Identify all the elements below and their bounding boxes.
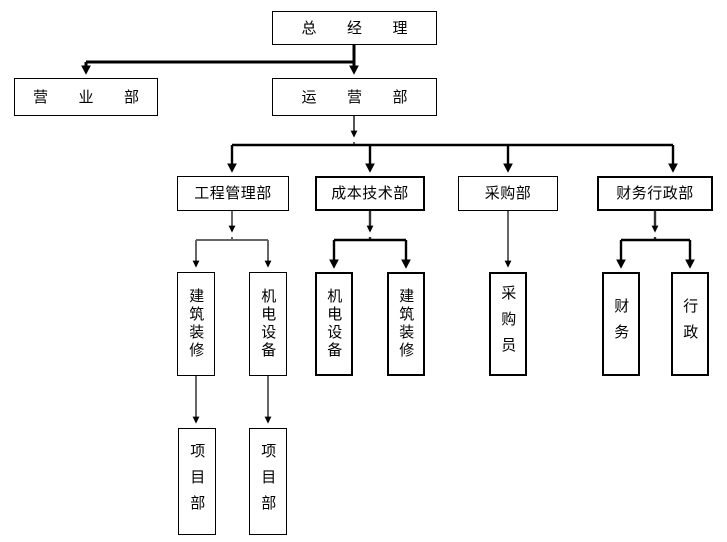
edge-engineering-to-children [192,211,272,268]
node-label: 总 经 理 [301,18,415,37]
node-label: 采购员 [499,285,518,363]
node-label: 工程管理部 [194,184,272,203]
node-label: 营 业 部 [32,87,147,106]
node-project-dept-right[interactable]: 项目部 [249,428,287,535]
node-label: 项目部 [188,442,207,521]
node-cost-technology-dept[interactable]: 成本技术部 [315,176,425,211]
node-operations-dept[interactable]: 运 营 部 [272,78,437,116]
node-cost-electromechanical[interactable]: 机电设备 [315,272,353,376]
node-label: 机电设备 [325,288,344,360]
node-purchasing-agent[interactable]: 采购员 [489,272,527,376]
node-administration[interactable]: 行政 [671,272,709,376]
node-label: 行政 [681,298,700,350]
node-purchasing-dept[interactable]: 采购部 [458,176,558,211]
node-label: 建筑装修 [187,288,206,360]
node-engineering-management-dept[interactable]: 工程管理部 [177,176,289,211]
node-label: 成本技术部 [331,184,409,203]
node-label: 财务行政部 [616,184,694,203]
node-label: 机电设备 [259,288,278,360]
edge-to-project-departments [192,376,272,424]
node-cost-construction-decoration[interactable]: 建筑装修 [387,272,425,376]
edge-cost-tech-to-children [329,211,411,269]
node-label: 建筑装修 [397,288,416,360]
node-label: 项目部 [259,442,278,521]
edge-operations-to-subdepartments [227,116,678,173]
node-engineering-construction-decoration[interactable]: 建筑装修 [177,272,215,376]
node-sales-dept[interactable]: 营 业 部 [14,78,158,116]
node-finance-administration-dept[interactable]: 财务行政部 [597,176,713,211]
node-label: 采购部 [484,184,532,203]
edge-gm-to-departments [81,45,359,75]
edge-finance-admin-to-children [616,211,695,269]
node-label: 运 营 部 [301,87,415,106]
node-general-manager[interactable]: 总 经 理 [272,11,437,45]
node-engineering-electromechanical[interactable]: 机电设备 [249,272,287,376]
node-project-dept-left[interactable]: 项目部 [178,428,216,535]
node-label: 财务 [612,298,631,350]
node-finance[interactable]: 财务 [602,272,640,376]
